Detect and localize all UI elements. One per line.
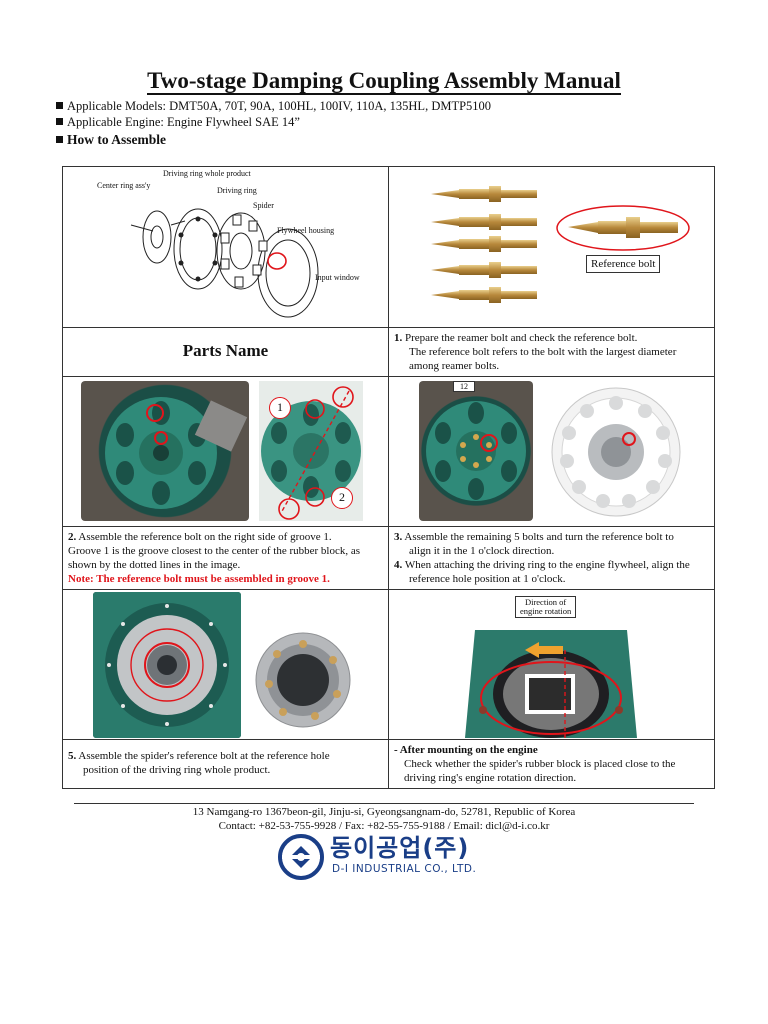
flywheel-photo — [93, 592, 241, 738]
after-mounting-cell: - After mounting on the engine Check whe… — [388, 739, 715, 789]
label-flywheel-housing: Flywheel housing — [277, 226, 335, 235]
clock-12-label: 12 — [453, 381, 475, 392]
step3-4-text: 3. Assemble the remaining 5 bolts and tu… — [394, 531, 690, 585]
label-driving-ring-whole: Driving ring whole product — [163, 169, 251, 178]
reference-bolt-highlight — [554, 203, 692, 253]
coupling-exploded-drawing — [130, 208, 319, 318]
section-heading: How to Assemble — [56, 132, 166, 148]
spider-drawing — [551, 387, 681, 517]
reference-bolt-drawing — [556, 205, 690, 251]
reamer-bolts-photo — [429, 181, 559, 311]
step5-text: 5. Assemble the spider's reference bolt … — [68, 750, 330, 776]
page-title: Two-stage Damping Coupling Assembly Manu… — [147, 68, 621, 95]
step5-cell: 5. Assemble the spider's reference bolt … — [62, 739, 389, 789]
bullet-square-icon — [56, 118, 63, 125]
label-center-ring: Center ring ass'y — [97, 181, 151, 190]
step2-text: 2. Assemble the reference bolt on the ri… — [64, 528, 388, 589]
bolts-drawing — [431, 186, 537, 303]
label-driving-ring: Driving ring — [217, 186, 257, 195]
step2-cell: 2. Assemble the reference bolt on the ri… — [62, 526, 389, 590]
label-spider: Spider — [253, 201, 274, 210]
driving-ring-drawing — [255, 632, 351, 728]
parts-name-cell: Parts Name — [62, 327, 389, 377]
label-input-window: Input window — [315, 273, 360, 282]
footer-contact: Contact: +82-53-755-9928 / Fax: +82-55-7… — [218, 820, 550, 832]
flywheel-drawing — [93, 592, 241, 738]
engine-housing-drawing — [465, 630, 637, 738]
applicable-models: Applicable Models: DMT50A, 70T, 90A, 100… — [56, 98, 491, 114]
step5-photos-cell — [62, 589, 389, 740]
company-name-korean: 동이공업(주) — [330, 834, 470, 862]
step1-cell: 1. Prepare the reamer bolt and check the… — [388, 327, 715, 377]
parts-name-heading: Parts Name — [182, 341, 269, 360]
exploded-diagram-cell: Driving ring whole product Center ring a… — [62, 166, 389, 328]
company-name-english: D-I INDUSTRIAL CO., LTD. — [332, 863, 477, 875]
coupling-right-drawing — [261, 386, 361, 520]
bullet-square-icon — [56, 102, 63, 109]
step3-4-cell: 3. Assemble the remaining 5 bolts and tu… — [388, 526, 715, 590]
coupling-bolts-photo — [419, 381, 533, 521]
company-emblem-icon — [278, 834, 324, 880]
step1-text: 1. Prepare the reamer bolt and check the… — [394, 332, 677, 372]
step3-photos-cell: 12 — [388, 376, 715, 527]
bullet-square-icon — [56, 136, 63, 143]
engine-mount-photo-cell: Direction of engine rotation — [388, 589, 715, 740]
engine-housing-photo — [465, 620, 637, 738]
coupling-left-drawing — [105, 397, 248, 509]
reference-bolt-label: Reference bolt — [586, 255, 661, 273]
applicable-engine: Applicable Engine: Engine Flywheel SAE 1… — [56, 114, 300, 130]
assembly-steps-table: Driving ring whole product Center ring a… — [62, 166, 715, 789]
step2-photos-cell: 1 2 — [62, 376, 389, 527]
company-logo: 동이공업(주) D-I INDUSTRIAL CO., LTD. — [278, 834, 498, 880]
groove-2-marker: 2 — [331, 487, 353, 509]
spider-photo — [549, 385, 683, 519]
reamer-bolts-cell: Reference bolt — [388, 166, 715, 328]
groove-1-marker: 1 — [269, 397, 291, 419]
footer-divider — [74, 803, 694, 804]
after-mounting-text: - After mounting on the engine Check whe… — [394, 744, 676, 784]
coupling-bolts-drawing — [426, 401, 526, 501]
driving-ring-photo — [253, 630, 353, 730]
footer-address: 13 Namgang-ro 1367beon-gil, Jinju-si, Gy… — [192, 806, 576, 818]
coupling-photo-left — [81, 381, 249, 521]
rotation-direction-label: Direction of engine rotation — [515, 596, 577, 618]
exploded-diagram — [123, 185, 343, 325]
step2-note: Note: The reference bolt must be assembl… — [68, 573, 330, 585]
